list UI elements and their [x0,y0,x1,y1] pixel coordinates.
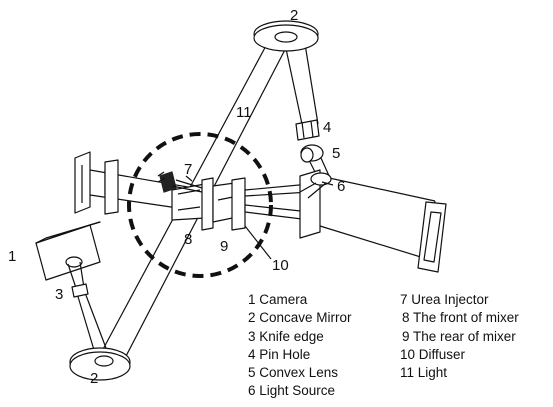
leader-7 [185,175,193,182]
urea-injector [157,171,203,193]
label-2-bottom: 2 [90,370,98,387]
test-section-circle [127,132,273,278]
legend-item: 10 Diffuser [400,346,466,362]
legend-item: 2 Concave Mirror [248,310,352,326]
concave-mirror-top [253,20,319,52]
camera [35,221,101,289]
legend-item: 7 Urea Injector [400,292,489,307]
label-5: 5 [332,145,340,162]
concave-mirror-bottom [69,347,131,381]
legend-item: 1 Camera [248,292,308,307]
legend-item: 3 Knife edge [248,328,324,344]
label-9: 9 [220,238,228,255]
leader-6 [321,181,334,186]
label-10: 10 [272,257,289,274]
legend-item: 4 Pin Hole [248,346,311,362]
knife-edge [71,283,89,298]
convex-lens [300,144,324,163]
label-11: 11 [236,104,252,121]
label-8: 8 [184,231,192,248]
legend-item: 11 Light [400,365,448,381]
legend-item: 8 The front of mixer [402,310,519,326]
pin-hole [295,119,320,141]
legend-left: 1 Camera 2 Concave Mirror 3 Knife edge 4… [248,291,352,401]
label-2-top: 2 [290,7,298,24]
legend-item: 6 Light Source [248,383,336,399]
label-6: 6 [337,178,345,195]
label-4: 4 [323,119,331,136]
legend-item: 5 Convex Lens [248,365,339,381]
legend-item: 9 The rear of mixer [402,328,516,344]
label-3: 3 [55,286,63,303]
mixer-duct [74,151,447,273]
light-source [299,172,332,199]
legend-right: 7 Urea Injector 8 The front of mixer 9 T… [400,291,519,382]
leader-10 [244,225,272,260]
label-1: 1 [8,248,16,265]
label-7: 7 [184,161,192,178]
